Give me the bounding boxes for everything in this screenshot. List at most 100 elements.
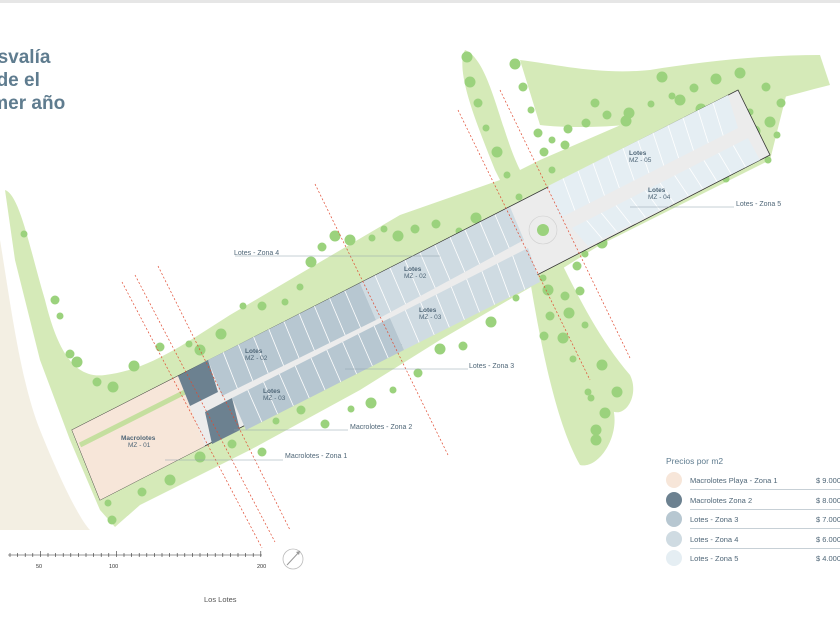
lot-boundary [283, 321, 300, 359]
callout-lotes-zona-5: Lotes - Zona 5 [736, 201, 781, 208]
tree-icon [539, 331, 549, 341]
tree-icon [137, 487, 147, 497]
lot-boundary [435, 294, 450, 328]
legend-row-zona-1: Macrolotes Playa - Zona 1 $ 9.000 [666, 471, 840, 491]
tree-icon [305, 256, 317, 268]
tree-icon [257, 447, 267, 457]
block-label-mz04-title: Lotes [648, 187, 666, 194]
scale-label-200: 200 [257, 564, 266, 570]
tree-icon [674, 94, 686, 106]
tree-icon [464, 76, 476, 88]
tree-icon [194, 451, 206, 463]
tree-icon [107, 515, 117, 525]
lot-boundary [389, 267, 406, 305]
lot-boundary [466, 278, 480, 313]
block-label-mz01-title: Macrolotes [121, 435, 156, 442]
tree-icon [389, 386, 397, 394]
tree-icon [296, 283, 304, 291]
tree-icon [590, 424, 602, 436]
tree-icon [590, 98, 600, 108]
tree-icon [620, 115, 632, 127]
legend-price: $ 7.000 [816, 515, 840, 524]
legend-name: Lotes - Zona 4 [690, 534, 739, 544]
callout-leaders [165, 206, 734, 461]
headline-line-2: sde el [0, 70, 40, 91]
zone-2-macrolotes-a [178, 360, 218, 406]
legend-swatch-zona-5 [666, 550, 682, 566]
lot-boundary [577, 170, 591, 204]
tree-icon [92, 377, 102, 387]
legend-row-zona-2: Macrolotes Zona 2 $ 8.000 [666, 491, 840, 511]
lot-boundary [481, 271, 496, 305]
tree-icon [368, 234, 376, 242]
lot-boundary [238, 344, 254, 381]
legend-divider [690, 528, 840, 529]
tree-icon [590, 434, 602, 446]
tree-icon [107, 381, 119, 393]
legend-divider [690, 489, 840, 490]
tree-icon [584, 388, 592, 396]
tree-icon [575, 286, 585, 296]
headline-line-1: usvalía [0, 47, 51, 68]
legend-price: $ 6.000 [816, 534, 840, 544]
legend-swatch-zona-2 [666, 491, 682, 508]
tree-icon [557, 332, 569, 344]
tree-icon [572, 261, 582, 271]
lot-boundary [358, 333, 373, 367]
tree-icon [272, 417, 280, 425]
tree-icon [764, 116, 776, 128]
headline: usvalía sde el imer año [0, 46, 106, 115]
lot-boundary [622, 147, 635, 181]
tree-icon [548, 136, 556, 144]
lot-boundary [310, 357, 326, 391]
lot-boundary [512, 255, 526, 290]
legend-name: Macrolotes Zona 2 [690, 495, 753, 505]
lot-boundary [688, 167, 704, 189]
block-label-z4-mz02-title: Lotes [404, 266, 422, 273]
zone-4-block-lower [390, 248, 540, 350]
tree-icon [410, 224, 420, 234]
zone-callouts: Lotes - Zona 4 Lotes - Zona 5 Lotes - Zo… [234, 201, 781, 460]
lot-boundary [314, 305, 331, 343]
tree-icon [734, 67, 746, 79]
tree-icon [581, 250, 589, 258]
legend-divider [690, 547, 840, 549]
legend-name: Macrolotes Playa - Zona 1 [690, 476, 778, 485]
lot-boundary [404, 260, 421, 297]
scale-labels: 50 100 200 [36, 564, 266, 570]
tree-icon [470, 212, 482, 224]
tree-icon [365, 397, 377, 409]
tree-icon [344, 234, 356, 246]
tree-icon [761, 82, 771, 92]
tree-icon [434, 343, 446, 355]
block-label-z4-mz03-code: MZ - 03 [419, 314, 442, 321]
lot-boundary [419, 252, 436, 289]
tree-icon [560, 140, 570, 150]
tree-icon [392, 230, 404, 242]
legend-name: Lotes - Zona 3 [690, 515, 739, 524]
lot-boundary [268, 329, 284, 366]
tree-icon [257, 301, 267, 311]
lot-boundary [294, 365, 310, 399]
scale-label-100: 100 [109, 564, 118, 570]
tree-icon [509, 58, 521, 70]
lot-boundary [222, 352, 238, 389]
tree-icon [587, 394, 595, 402]
zone-4-block-upper [360, 207, 524, 320]
tree-icon [164, 474, 176, 486]
lot-boundary [434, 244, 451, 281]
legend-swatch-zona-4 [666, 530, 682, 547]
tree-icon [581, 321, 589, 329]
callout-macrolotes-zona-2: Macrolotes - Zona 2 [350, 424, 412, 431]
tree-icon [380, 225, 388, 233]
tree-icon [329, 230, 341, 242]
legend-divider [690, 508, 840, 510]
lot-lines [222, 102, 747, 423]
legend-swatch-zona-3 [666, 511, 682, 527]
lot-boundary [607, 155, 620, 189]
tree-icon [239, 302, 247, 310]
tree-icon [227, 439, 237, 449]
price-legend: Precios por m2 Macrolotes Playa - Zona 1… [666, 456, 840, 569]
tree-icon [563, 124, 573, 134]
